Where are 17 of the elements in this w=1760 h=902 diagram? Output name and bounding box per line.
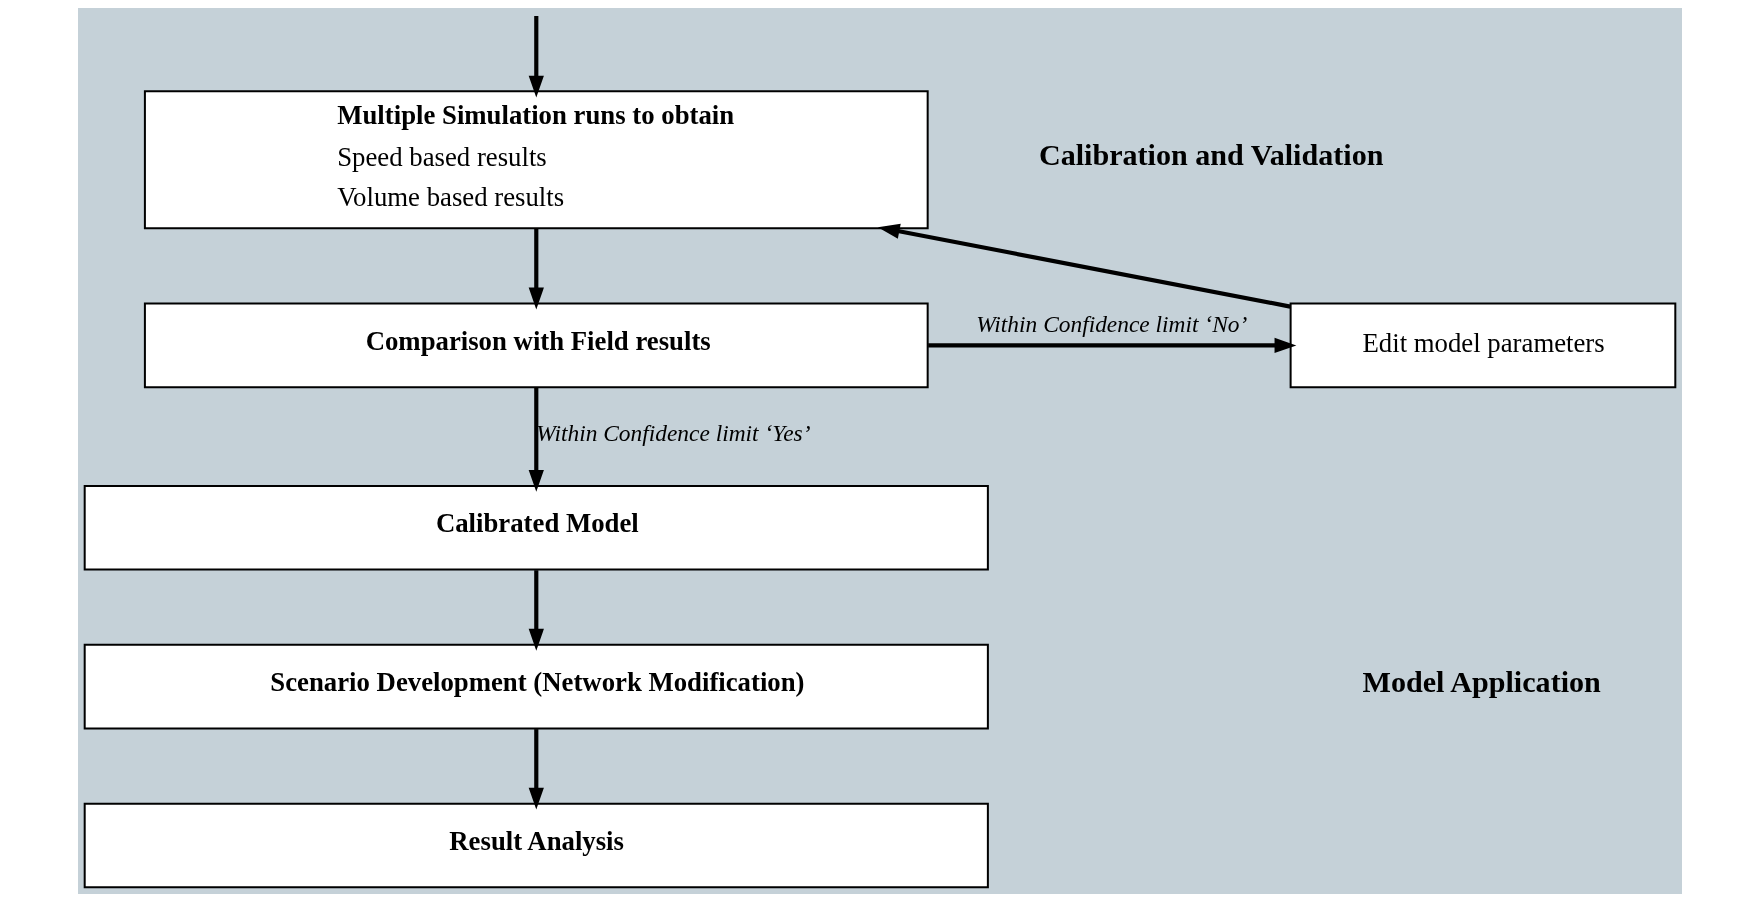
edge-label: Within Confidence limit ‘No’ xyxy=(976,311,1248,338)
arrow xyxy=(928,337,1297,354)
arrow xyxy=(877,223,1291,309)
node-box: Comparison with Field results xyxy=(143,302,929,389)
node-box: Scenario Development (Network Modification) xyxy=(83,643,989,730)
arrow xyxy=(528,16,544,98)
node-box: Calibrated Model xyxy=(83,484,989,571)
arrow xyxy=(528,570,544,651)
label: Calibration and Validation xyxy=(1038,138,1384,173)
edge-label: Within Confidence limit ‘Yes’ xyxy=(536,420,811,447)
arrow xyxy=(528,387,544,492)
arrow xyxy=(528,228,544,310)
arrow xyxy=(528,729,544,810)
node-box: Edit model parameters xyxy=(1289,302,1677,389)
label: Model Application xyxy=(1362,665,1601,700)
node-box: Result Analysis xyxy=(83,802,989,889)
node-box: Multiple Simulation runs to obtain Speed based results Volume based results xyxy=(143,90,929,230)
